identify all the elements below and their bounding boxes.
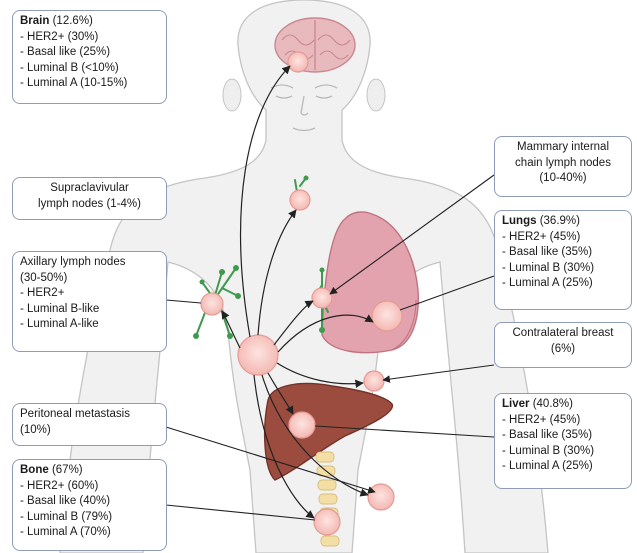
box-line: Contralateral breast: [502, 326, 624, 342]
list-item: - Basal like (25%): [20, 45, 159, 61]
brain-subtype-list: - HER2+ (30%) - Basal like (25%) - Lumin…: [20, 30, 159, 92]
supraclavicular-metastasis: [290, 190, 310, 210]
liver-subtype-list: - HER2+ (45%) - Basal like (35%) - Lumin…: [502, 413, 624, 475]
list-item: - Basal like (35%): [502, 428, 624, 444]
contralateral-box: Contralateral breast (6%): [494, 322, 632, 368]
brain-metastasis: [288, 52, 308, 72]
list-item: - Luminal A (10-15%): [20, 76, 159, 92]
mammary-node-metastasis: [312, 288, 332, 308]
list-item: - HER2+ (30%): [20, 30, 159, 46]
right-ear: [367, 79, 385, 111]
list-item: - Luminal A (25%): [502, 276, 624, 292]
axillary-box: Axillary lymph nodes (30-50%) - HER2+ - …: [12, 251, 167, 352]
list-item: - Luminal B (79%): [20, 510, 159, 526]
lungs-heading: Lungs (36.9%): [502, 214, 624, 230]
axillary-metastasis: [201, 293, 223, 315]
brain-organ: [275, 18, 355, 72]
list-item: - Luminal B (30%): [502, 261, 624, 277]
liver-percent: (40.8%): [530, 398, 573, 410]
box-line: (10%): [20, 423, 159, 439]
mammary-box: Mammary internal chain lymph nodes (10-4…: [494, 136, 632, 197]
list-item: - Luminal B (<10%): [20, 61, 159, 77]
list-item: - Basal like (40%): [20, 494, 159, 510]
liver-heading: Liver (40.8%): [502, 397, 624, 413]
bone-subtype-list: - HER2+ (60%) - Basal like (40%) - Lumin…: [20, 479, 159, 541]
liver-metastasis: [289, 412, 315, 438]
primary-tumor: [238, 335, 278, 375]
list-item: - Luminal A (70%): [20, 525, 159, 541]
list-item: - Luminal A (25%): [502, 459, 624, 475]
list-item: - HER2+ (60%): [20, 479, 159, 495]
left-ear: [223, 79, 241, 111]
contralateral-metastasis: [364, 371, 384, 391]
bone-title: Bone: [20, 464, 49, 476]
peritoneal-box: Peritoneal metastasis (10%): [12, 403, 167, 446]
lungs-title: Lungs: [502, 215, 537, 227]
leader-axillary: [166, 300, 201, 303]
lungs-percent: (36.9%): [537, 215, 580, 227]
brain-box: Brain (12.6%) - HER2+ (30%) - Basal like…: [12, 10, 167, 104]
axillary-subtype-list: - HER2+ - Luminal B-like - Luminal A-lik…: [20, 286, 159, 333]
lungs-box: Lungs (36.9%) - HER2+ (45%) - Basal like…: [494, 210, 632, 310]
list-item: - HER2+ (45%): [502, 413, 624, 429]
brain-heading: Brain (12.6%): [20, 14, 159, 30]
box-line: Peritoneal metastasis: [20, 407, 159, 423]
bone-heading: Bone (67%): [20, 463, 159, 479]
box-line: Mammary internal: [502, 140, 624, 156]
liver-box: Liver (40.8%) - HER2+ (45%) - Basal like…: [494, 393, 632, 489]
lung-metastasis: [372, 301, 402, 331]
box-line: (10-40%): [502, 171, 624, 187]
box-line: (6%): [502, 342, 624, 358]
bone-box: Bone (67%) - HER2+ (60%) - Basal like (4…: [12, 459, 167, 551]
liver-title: Liver: [502, 398, 530, 410]
lungs-subtype-list: - HER2+ (45%) - Basal like (35%) - Lumin…: [502, 230, 624, 292]
list-item: - HER2+ (45%): [502, 230, 624, 246]
box-line: (30-50%): [20, 271, 159, 287]
box-line: Axillary lymph nodes: [20, 255, 159, 271]
brain-title: Brain: [20, 15, 49, 27]
list-item: - HER2+: [20, 286, 159, 302]
bone-percent: (67%): [49, 464, 83, 476]
box-line: lymph nodes (1-4%): [20, 197, 159, 213]
list-item: - Luminal A-like: [20, 317, 159, 333]
box-line: chain lymph nodes: [502, 156, 624, 172]
peritoneal-metastasis: [368, 484, 394, 510]
supraclavicular-box: Supraclavivular lymph nodes (1-4%): [12, 177, 167, 220]
brain-percent: (12.6%): [49, 15, 92, 27]
list-item: - Luminal B-like: [20, 302, 159, 318]
list-item: - Basal like (35%): [502, 245, 624, 261]
bone-metastasis: [314, 509, 340, 535]
list-item: - Luminal B (30%): [502, 444, 624, 460]
box-line: Supraclavivular: [20, 181, 159, 197]
